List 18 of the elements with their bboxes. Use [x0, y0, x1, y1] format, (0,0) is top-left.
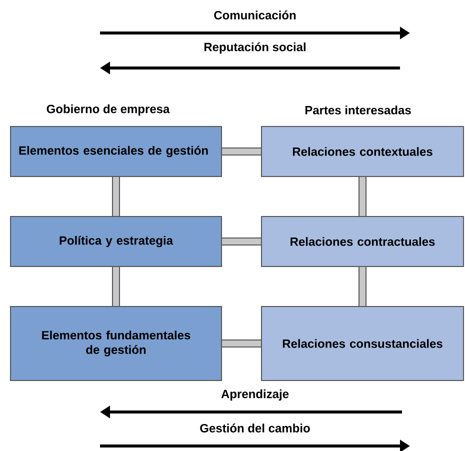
connector-bar	[222, 340, 261, 348]
connector-bar	[358, 267, 366, 306]
arrow-label: Gestión del cambio	[200, 424, 310, 432]
process-box: Relaciones contextuales	[261, 126, 464, 177]
process-box: Política y estrategia	[10, 216, 222, 267]
connector-bar	[112, 177, 120, 216]
connector-bar	[222, 148, 261, 156]
process-box: Elementos fundamentales de gestión	[10, 306, 222, 381]
process-box: Elementos esenciales de gestión	[10, 126, 222, 177]
column-heading: Partes interesadas	[305, 106, 411, 114]
connector-bar	[358, 177, 366, 216]
connector-bar	[112, 267, 120, 306]
process-box: Relaciones contractuales	[261, 216, 464, 267]
arrow-label: Comunicación	[214, 10, 296, 20]
arrow-label: Reputación social	[204, 42, 306, 54]
process-box: Relaciones consustanciales	[261, 306, 464, 381]
connector-bar	[222, 238, 261, 246]
arrow-label: Aprendizaje	[221, 389, 289, 401]
